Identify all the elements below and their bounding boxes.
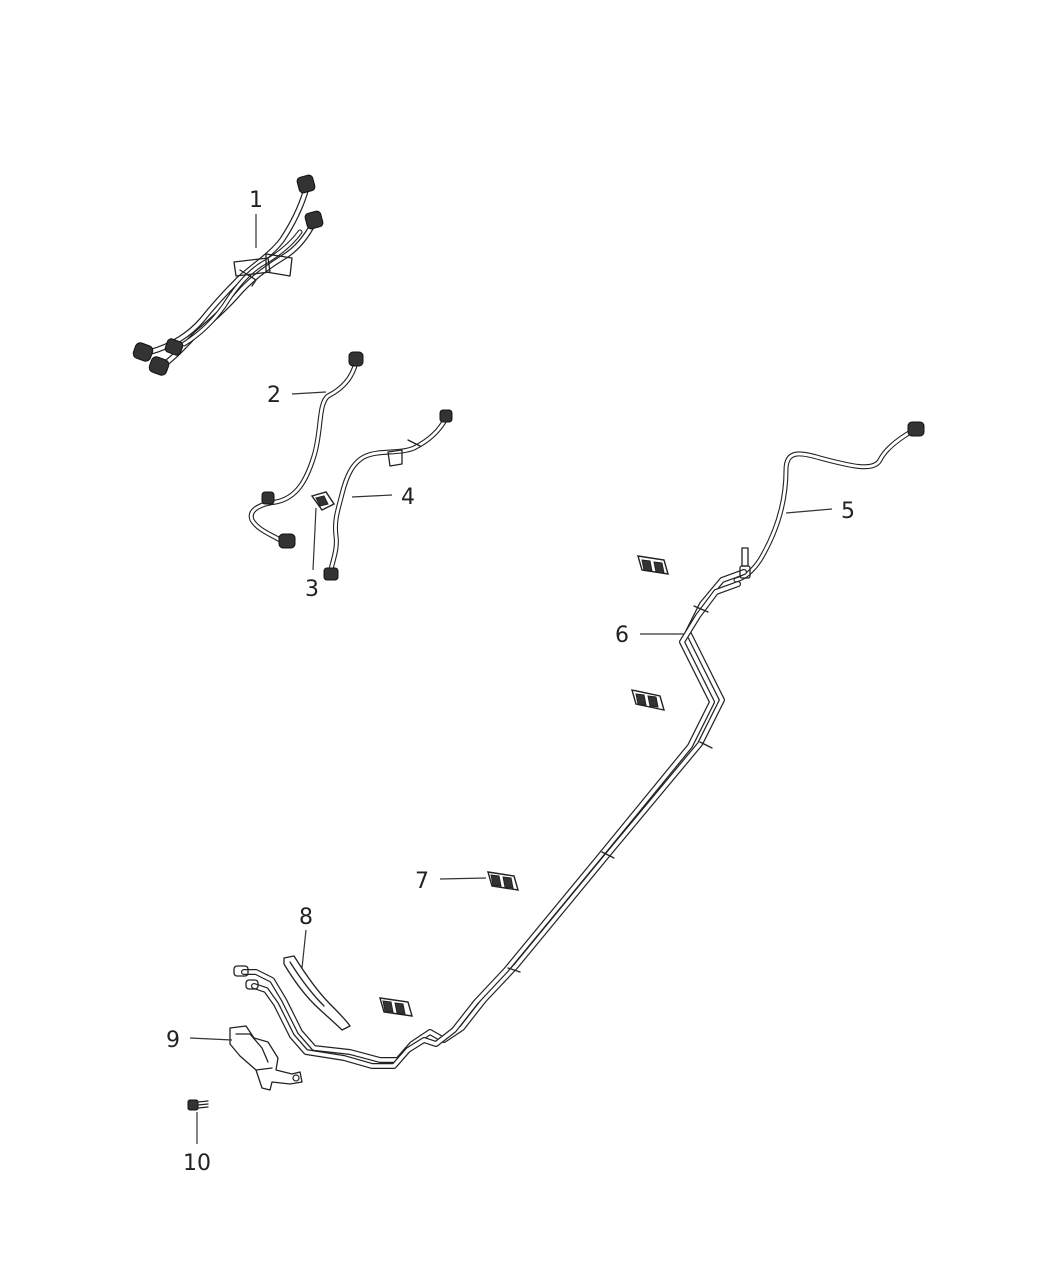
part-5-upper-line[interactable]: [733, 421, 925, 583]
part-8-sleeve[interactable]: [283, 955, 351, 1031]
part-7-clip-upper-2[interactable]: [631, 689, 665, 711]
leader-9: [189, 1037, 233, 1041]
callout-5: 5: [841, 499, 855, 524]
callout-2: 2: [267, 383, 281, 408]
leader-3: [312, 507, 317, 571]
callout-8: 8: [299, 905, 313, 930]
callout-labels: 1 2 3 4 5 6 7 8 9 10: [166, 188, 855, 1176]
part-10-bolt[interactable]: [187, 1099, 209, 1111]
callout-1: 1: [249, 188, 263, 213]
part-1-harness-bundle[interactable]: [132, 174, 324, 376]
part-6-main-tube-assembly[interactable]: [233, 565, 751, 1069]
part-7-clip[interactable]: [487, 871, 519, 891]
part-7-clip-upper-1[interactable]: [637, 555, 669, 575]
leader-7: [439, 877, 487, 880]
leader-4: [351, 494, 393, 498]
part-9-bracket[interactable]: [229, 1025, 303, 1091]
part-3-clip[interactable]: [310, 491, 336, 511]
leader-8: [301, 929, 307, 969]
callout-6: 6: [615, 623, 629, 648]
callout-4: 4: [401, 485, 415, 510]
part-2-vapor-line[interactable]: [248, 351, 364, 549]
part-7-clip-lower[interactable]: [379, 997, 413, 1017]
part-4-hose[interactable]: [323, 409, 453, 581]
leader-2: [291, 391, 327, 395]
callout-10: 10: [183, 1151, 211, 1176]
callout-3: 3: [305, 577, 319, 602]
callout-7: 7: [415, 869, 429, 894]
leader-lines: [189, 214, 833, 1144]
callout-9: 9: [166, 1028, 180, 1053]
leader-5: [785, 508, 833, 514]
